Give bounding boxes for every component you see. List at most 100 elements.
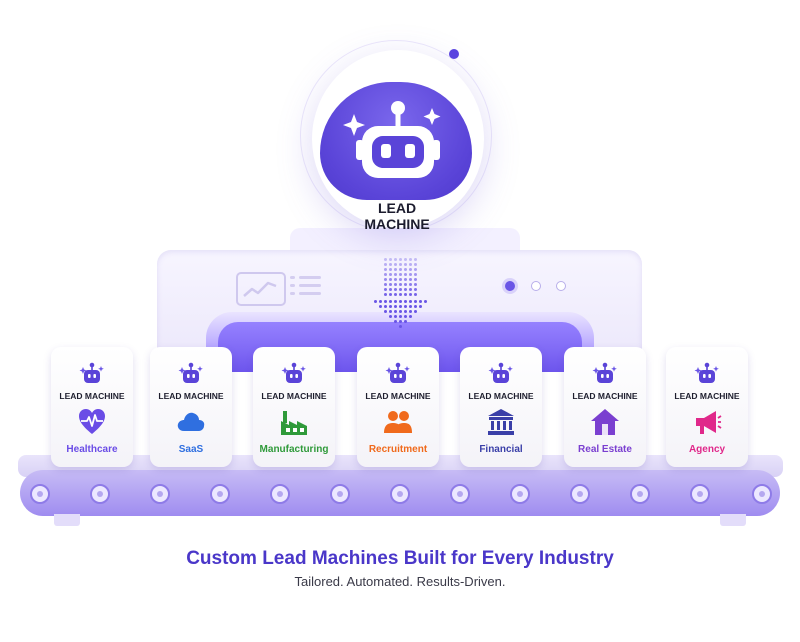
roller [510,484,530,504]
roller [270,484,290,504]
arrow-dot [414,258,417,261]
status-dot [556,281,566,291]
arrow-dot [389,273,392,276]
arrow-dot [409,258,412,261]
robot-icon [592,361,618,392]
hero-label-line2: MACHINE [364,216,430,232]
card-label: Real Estate [578,444,632,455]
robot-icon [385,361,411,392]
arrow-dot [404,278,407,281]
roller [752,484,772,504]
arrow-dot [404,315,407,318]
arrow-dot [379,305,382,308]
arrow-dot [399,283,402,286]
roller [150,484,170,504]
roller [90,484,110,504]
house-icon [590,407,620,437]
arrow-dot [384,288,387,291]
arrow-dot [389,315,392,318]
card-label: Manufacturing [259,444,329,455]
arrow-dot [404,305,407,308]
arrow-dot [404,258,407,261]
arrow-dot [399,288,402,291]
roller [690,484,710,504]
arrow-dot [394,293,397,296]
arrow-dot [404,263,407,266]
arrow-dot [384,278,387,281]
arrow-dot [389,278,392,281]
robot-icon [178,361,204,392]
people-icon [383,407,413,437]
arrow-dot [414,288,417,291]
arrow-dot [399,320,402,323]
arrow-dot [404,283,407,286]
arrow-dot [394,300,397,303]
card-title: LEAD MACHINE [365,391,431,401]
conveyor-foot [720,514,746,526]
card-label: Healthcare [66,444,118,455]
arrow-dot [389,305,392,308]
megaphone-icon [692,407,722,437]
arrow-dot [409,288,412,291]
arrow-dot [389,258,392,261]
arrow-dot [399,278,402,281]
orbit-dot [449,49,459,59]
roller [30,484,50,504]
arrow-dot [409,273,412,276]
roller [390,484,410,504]
heart-pulse-icon [77,407,107,437]
arrow-dot [384,273,387,276]
arrow-dot [409,300,412,303]
arrow-dot [414,268,417,271]
cloud-icon [176,407,206,437]
arrow-dot [414,300,417,303]
subcaption: Tailored. Automated. Results-Driven. [294,574,506,589]
industry-card-manufacturing: LEAD MACHINE Manufacturing [253,347,335,467]
arrow-dot [414,305,417,308]
arrow-dot [384,305,387,308]
arrow-dot [419,305,422,308]
arrow-dot [404,293,407,296]
arrow-dot [389,310,392,313]
arrow-dot [389,268,392,271]
down-arrow-icon [374,258,427,328]
robot-icon [694,361,720,392]
arrow-dot [414,278,417,281]
card-title: LEAD MACHINE [261,391,327,401]
roller [630,484,650,504]
arrow-dot [394,258,397,261]
arrow-dot [399,258,402,261]
arrow-dot [394,273,397,276]
factory-icon [279,407,309,437]
arrow-dot [404,320,407,323]
card-title: LEAD MACHINE [468,391,534,401]
arrow-dot [414,293,417,296]
arrow-dot [394,305,397,308]
arrow-dot [409,283,412,286]
arrow-dot [404,268,407,271]
arrow-dot [389,288,392,291]
status-dot [531,281,541,291]
arrow-dot [389,263,392,266]
hero-robot-disc [320,82,472,200]
roller [570,484,590,504]
chart-icon [236,272,286,306]
robot-icon [488,361,514,392]
conveyor-foot [54,514,80,526]
arrow-dot [399,268,402,271]
arrow-dot [399,325,402,328]
arrow-dot [374,300,377,303]
arrow-dot [409,268,412,271]
arrow-dot [384,268,387,271]
arrow-dot [394,315,397,318]
arrow-dot [394,320,397,323]
arrow-dot [409,305,412,308]
roller [450,484,470,504]
arrow-dot [409,263,412,266]
robot-icon [281,361,307,392]
robot-icon [343,101,441,178]
